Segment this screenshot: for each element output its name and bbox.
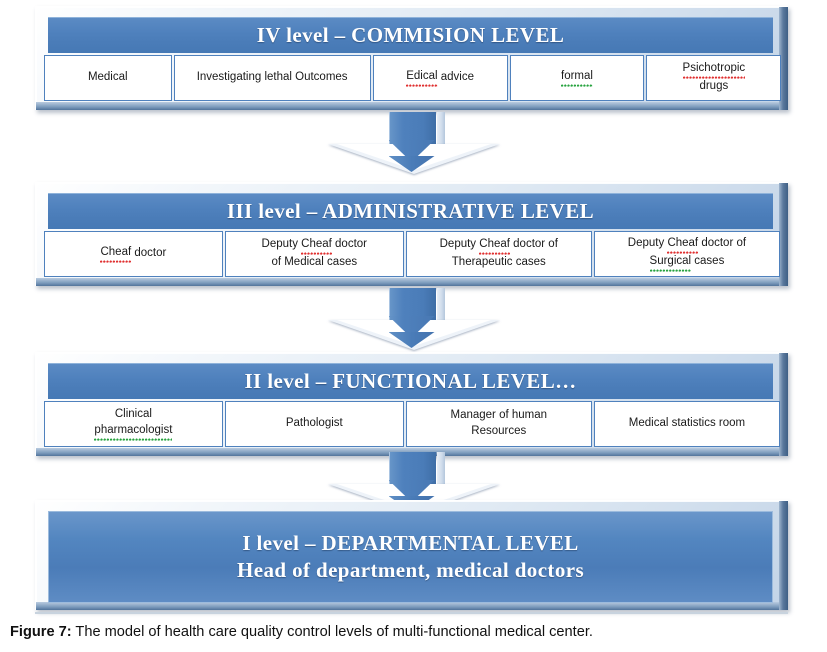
figure-caption-label: Figure 7: bbox=[10, 624, 72, 640]
level-iv-header: IV level – COMMISION LEVEL bbox=[48, 17, 773, 53]
level-block-i[interactable]: I level – DEPARTMENTAL LEVEL Head of dep… bbox=[35, 500, 788, 610]
cell-text-grammar-flag: Surgical bbox=[649, 254, 692, 272]
level-block-iv[interactable]: IV level – COMMISION LEVEL Medical Inves… bbox=[35, 6, 788, 110]
figure-caption-text: The model of health care quality control… bbox=[71, 624, 593, 640]
level-i-title-line1: I level – DEPARTMENTAL LEVEL bbox=[242, 531, 579, 556]
cell-text-misspelled: Cheaf bbox=[479, 237, 510, 255]
figure-caption: Figure 7: The model of health care quali… bbox=[10, 624, 822, 640]
cell-pathologist[interactable]: Pathologist bbox=[224, 401, 404, 447]
cell-investigating-lethal-outcomes[interactable]: Investigating lethal Outcomes bbox=[173, 55, 371, 101]
cell-text: Pathologist bbox=[285, 417, 343, 430]
cell-text: Medical statistics room bbox=[628, 417, 746, 430]
cell-text: Medical bbox=[87, 71, 128, 84]
level-i-title-line2: Head of department, medical doctors bbox=[236, 558, 585, 582]
cell-cheaf-doctor[interactable]: Cheaf doctor bbox=[44, 231, 223, 277]
level-i-header: I level – DEPARTMENTAL LEVEL Head of dep… bbox=[48, 511, 773, 603]
cell-text-grammar-flag: formal bbox=[561, 69, 593, 87]
cell-text-rest: doctor bbox=[134, 247, 167, 260]
level-block-iii[interactable]: III level – ADMINISTRATIVE LEVEL Cheaf d… bbox=[35, 182, 788, 286]
cell-text-misspelled: Cheaf bbox=[301, 237, 332, 255]
cell-text-misspelled: Cheaf bbox=[100, 245, 132, 263]
cell-text-misspelled: Psichotropic bbox=[682, 61, 746, 79]
level-iv-cell-row: Medical Investigating lethal Outcomes Ed… bbox=[44, 55, 782, 101]
cell-medical[interactable]: Medical bbox=[44, 55, 172, 101]
cell-text-grammar-flag: pharmacologist bbox=[94, 423, 173, 441]
level-iii-header: III level – ADMINISTRATIVE LEVEL bbox=[48, 193, 773, 229]
level-ii-title: II level – FUNCTIONAL LEVEL… bbox=[244, 369, 577, 393]
cell-text-misspelled: Cheaf bbox=[667, 236, 699, 254]
arrow-iii-to-ii bbox=[327, 288, 500, 350]
level-iv-title: IV level – COMMISION LEVEL bbox=[256, 23, 565, 47]
arrow-iv-to-iii bbox=[327, 112, 500, 174]
level-ii-header: II level – FUNCTIONAL LEVEL… bbox=[48, 363, 773, 399]
level-iii-title: III level – ADMINISTRATIVE LEVEL bbox=[226, 199, 595, 223]
cell-formal[interactable]: formal bbox=[509, 55, 645, 101]
cell-edical-advice[interactable]: Edical advice bbox=[372, 55, 508, 101]
cell-text-rest: advice bbox=[440, 71, 475, 84]
caption-divider bbox=[35, 612, 788, 614]
cell-text-misspelled: Edical bbox=[406, 69, 438, 87]
cell-text: Investigating lethal Outcomes bbox=[196, 71, 348, 84]
cell-medical-statistics-room[interactable]: Medical statistics room bbox=[593, 401, 781, 447]
